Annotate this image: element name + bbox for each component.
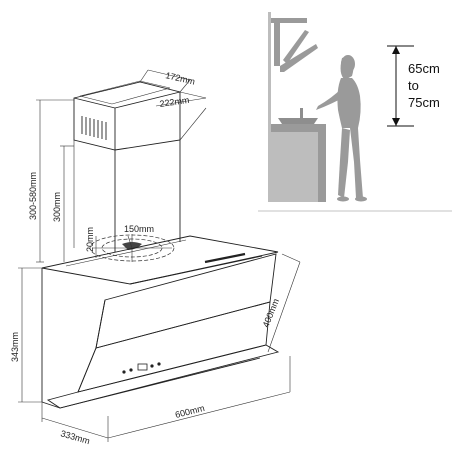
control-button-1 xyxy=(122,370,126,374)
installation-scene: 65cm to 75cm xyxy=(258,12,452,212)
dim-top-depth: 222mm xyxy=(159,95,190,109)
install-height-max: 75cm xyxy=(408,95,440,110)
display-window xyxy=(137,363,148,371)
install-height-min: 65cm xyxy=(408,61,440,76)
hood-drawing: 172mm 222mm 300-580mm 300mm 150mm 20mm 3… xyxy=(10,69,301,446)
dim-duct-offset: 20mm xyxy=(85,227,95,252)
glass-panels xyxy=(46,253,280,409)
person-silhouette xyxy=(316,55,367,202)
height-arrow xyxy=(387,45,414,127)
control-panel xyxy=(122,362,161,374)
dim-hood-height: 343mm xyxy=(10,332,20,362)
wall xyxy=(268,12,271,202)
install-height-to: to xyxy=(408,78,419,93)
dimension-lines xyxy=(18,69,301,442)
hood-back-panel xyxy=(41,268,61,409)
control-button-4 xyxy=(157,362,161,366)
dim-top-width: 172mm xyxy=(165,70,196,86)
kitchen-counter xyxy=(271,108,326,202)
chimney-column xyxy=(73,140,181,252)
dim-hood-depth: 333mm xyxy=(59,428,91,446)
dim-duct-diameter: 150mm xyxy=(124,224,154,234)
control-button-2 xyxy=(129,368,133,372)
chimney-top-box xyxy=(73,80,181,151)
dimension-labels: 172mm 222mm 300-580mm 300mm 150mm 20mm 3… xyxy=(10,70,281,446)
mini-hood xyxy=(271,18,318,72)
dim-chimney-fixed: 300mm xyxy=(52,192,62,222)
control-button-3 xyxy=(150,364,154,368)
hood-top-plate xyxy=(41,235,279,285)
dim-chimney-range: 300-580mm xyxy=(28,172,38,220)
vent-grille xyxy=(81,116,107,140)
